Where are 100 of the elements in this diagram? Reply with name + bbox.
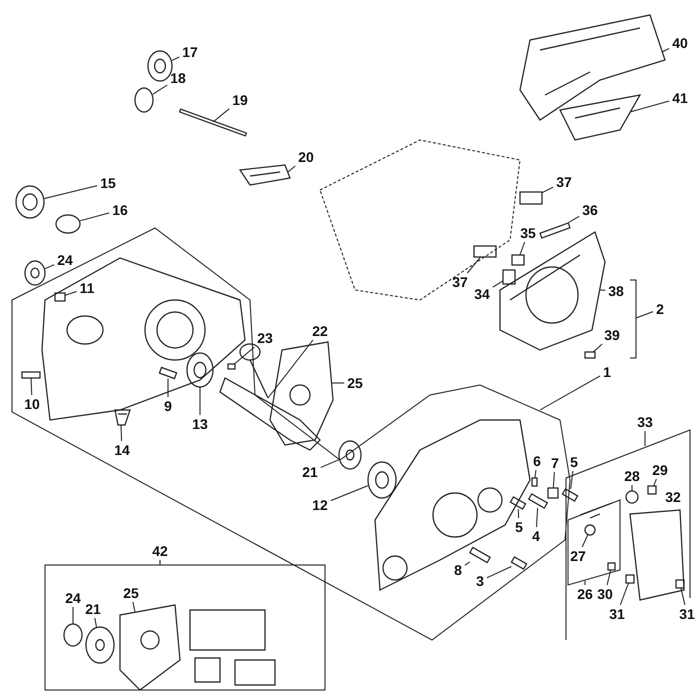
wire-drawing — [178, 108, 248, 137]
screw-drawing — [625, 574, 635, 584]
bearing-drawing — [367, 461, 397, 499]
leader-line — [540, 375, 601, 410]
crankshaft-drawing — [219, 343, 321, 451]
leader-line — [636, 311, 654, 318]
callout-number: 22 — [311, 324, 329, 338]
leader-line — [330, 485, 368, 502]
washer-drawing — [607, 562, 616, 571]
clip-drawing — [625, 490, 639, 504]
needle-cage-drawing — [227, 363, 236, 370]
sleeve-drawing — [502, 269, 516, 285]
callout-number: 7 — [550, 456, 560, 470]
callout-number: 26 — [576, 587, 594, 601]
leader-line — [44, 264, 55, 270]
bolt-drawing — [539, 222, 571, 239]
sprocket-drawing — [147, 50, 173, 82]
callout-number: 37 — [451, 275, 469, 289]
ring-drawing — [584, 524, 596, 536]
nut-drawing — [511, 254, 525, 266]
leader-line — [152, 84, 168, 95]
leader-line — [212, 108, 230, 122]
plug-drawing — [114, 409, 131, 426]
callout-number: 1 — [602, 365, 612, 379]
leader-line — [492, 280, 504, 288]
leader-line — [620, 582, 629, 606]
leader-line — [536, 508, 538, 528]
leader-line — [80, 212, 110, 222]
spring-drawing — [510, 496, 526, 510]
callout-number: 8 — [453, 563, 463, 577]
clutch-drawing — [15, 185, 45, 219]
callout-number: 9 — [163, 399, 173, 413]
callout-number: 6 — [532, 454, 542, 468]
callout-number: 27 — [569, 549, 587, 563]
leader-line — [584, 580, 586, 586]
leader-line — [653, 478, 657, 486]
screw-drawing — [584, 351, 596, 359]
leader-line — [570, 470, 574, 490]
plug-drawing — [54, 292, 66, 302]
leader-line — [519, 242, 526, 256]
leader-line — [630, 100, 670, 112]
guard-drawing — [519, 14, 666, 121]
leader-line — [30, 378, 32, 396]
plate-drawing — [559, 94, 642, 141]
seal-drawing — [63, 623, 83, 647]
callout-number: 32 — [664, 490, 682, 504]
callout-number: 35 — [519, 226, 537, 240]
callout-number: 40 — [671, 36, 689, 50]
leader-line — [680, 588, 686, 606]
leader-line — [288, 166, 296, 172]
leader-line — [644, 430, 646, 446]
sleeve-drawing — [547, 487, 559, 499]
leader-line — [582, 534, 588, 548]
callout-number: 42 — [151, 544, 169, 558]
spring-drawing — [562, 488, 578, 502]
block-drawing — [473, 245, 497, 258]
leader-line — [600, 290, 606, 291]
washer-drawing — [134, 87, 154, 113]
callout-number: 13 — [191, 417, 209, 431]
callout-number: 10 — [23, 397, 41, 411]
callout-number: 3 — [475, 574, 485, 588]
washer-drawing — [338, 440, 362, 470]
callout-number: 37 — [555, 175, 573, 189]
leader-line — [486, 566, 512, 578]
leader-line — [172, 56, 180, 61]
leader-line — [44, 185, 98, 200]
leader-line — [534, 470, 536, 478]
callout-number: 2 — [655, 302, 665, 316]
callout-number: 12 — [311, 498, 329, 512]
callout-number: 20 — [297, 150, 315, 164]
callout-number: 34 — [473, 287, 491, 301]
callout-number: 17 — [181, 45, 199, 59]
callout-number: 41 — [671, 91, 689, 105]
block-drawing — [519, 191, 543, 205]
callout-number: 36 — [581, 203, 599, 217]
callout-number: 25 — [122, 586, 140, 600]
callout-number: 24 — [56, 253, 74, 267]
callout-number: 5 — [569, 455, 579, 469]
leader-line — [120, 424, 122, 442]
washer-drawing — [85, 626, 115, 664]
leader-line — [592, 344, 603, 352]
callout-number: 25 — [346, 376, 364, 390]
callout-number: 15 — [99, 176, 117, 190]
callout-number: 38 — [607, 284, 625, 298]
callout-number: 23 — [256, 331, 274, 345]
pin-drawing — [158, 366, 178, 380]
seal-drawing — [24, 260, 46, 286]
leader-line — [234, 346, 255, 364]
callout-number: 24 — [64, 591, 82, 605]
nut-drawing — [647, 485, 657, 495]
callout-number: 21 — [301, 465, 319, 479]
leader-line — [542, 186, 554, 194]
callout-number: 14 — [113, 443, 131, 457]
callout-number: 19 — [231, 93, 249, 107]
leader-line — [466, 256, 481, 274]
screw-drawing — [21, 371, 41, 379]
callout-number: 16 — [111, 203, 129, 217]
callout-number: 21 — [84, 602, 102, 616]
bearing-drawing — [186, 352, 214, 388]
leader-line — [518, 508, 520, 518]
